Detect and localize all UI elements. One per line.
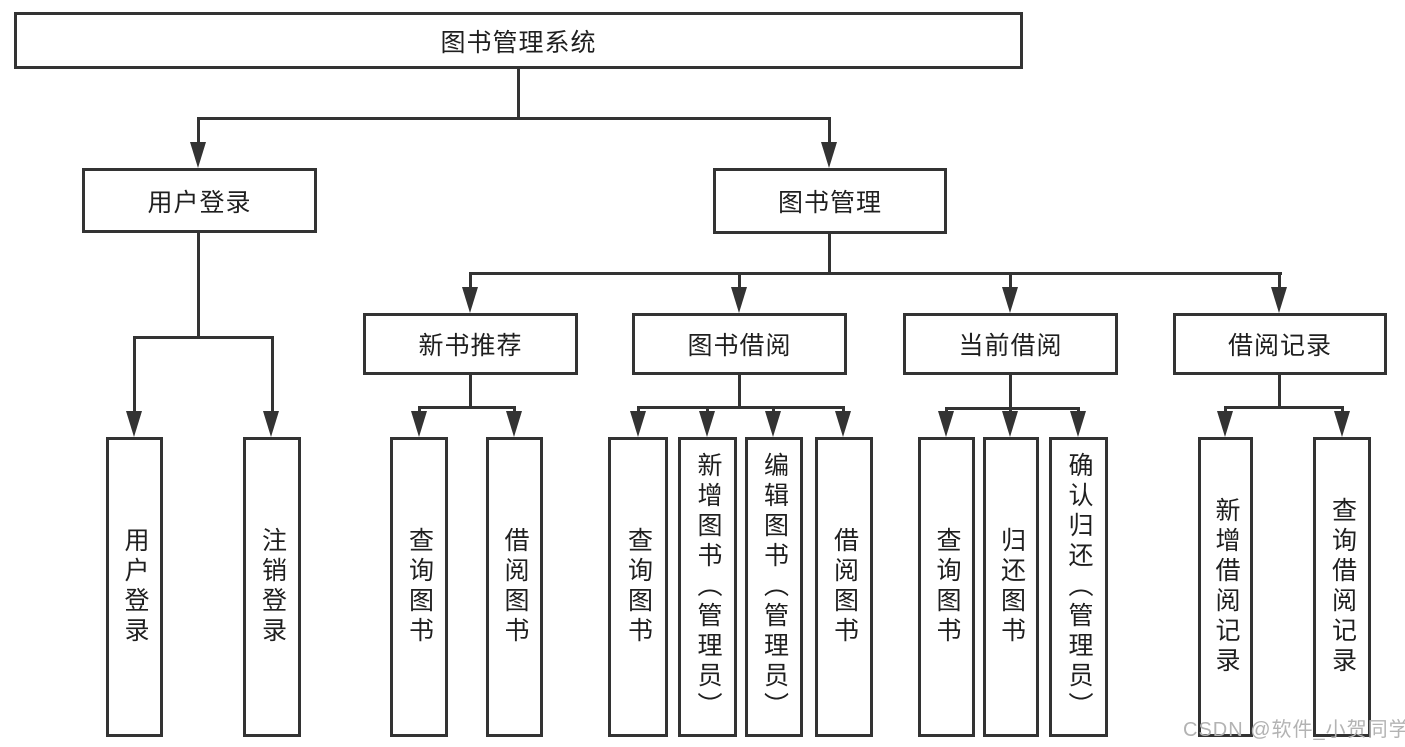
node-book-borrowing: 图书借阅 xyxy=(632,313,847,375)
connector-vline xyxy=(1278,375,1281,406)
leaf-records-query-record: 查询借阅记录 xyxy=(1313,437,1371,737)
connector-vline xyxy=(1278,272,1281,289)
connector-vline xyxy=(469,375,472,406)
connector-vline xyxy=(945,407,948,413)
connector-vline xyxy=(1077,407,1080,413)
connector-vline xyxy=(828,117,831,145)
node-label: 新书推荐 xyxy=(418,332,523,360)
node-current-borrowing: 当前借阅 xyxy=(903,313,1118,375)
connector-vline xyxy=(772,406,775,413)
connector-vline xyxy=(517,69,520,117)
leaf-current-query-books: 查询图书 xyxy=(918,437,975,737)
leaf-logout: 注销登录 xyxy=(243,437,301,737)
connector-vline xyxy=(1009,272,1012,289)
node-label: 用户登录 xyxy=(121,527,149,647)
connector-vline xyxy=(1224,406,1227,413)
node-label: 注销登录 xyxy=(258,527,287,647)
connector-vline xyxy=(418,406,421,413)
connector-hline xyxy=(1224,406,1344,409)
arrow-down-icon xyxy=(411,411,427,437)
arrow-down-icon xyxy=(1334,411,1350,437)
connector-vline xyxy=(197,233,200,336)
arrow-down-icon xyxy=(1271,287,1287,313)
connector-vline xyxy=(738,375,741,406)
node-label: 借阅图书 xyxy=(830,527,859,647)
arrow-down-icon xyxy=(630,411,646,437)
arrow-down-icon xyxy=(699,411,715,437)
arrow-down-icon xyxy=(765,411,781,437)
connector-vline xyxy=(842,406,845,413)
leaf-user-login: 用户登录 xyxy=(106,437,163,737)
arrow-down-icon xyxy=(126,411,142,437)
arrow-down-icon xyxy=(190,142,206,168)
node-label: 查询图书 xyxy=(405,527,434,647)
connector-vline xyxy=(1009,375,1012,407)
arrow-down-icon xyxy=(263,411,279,437)
leaf-borrowing-query-books: 查询图书 xyxy=(608,437,668,737)
arrow-down-icon xyxy=(821,142,837,168)
node-borrowing-records: 借阅记录 xyxy=(1173,313,1387,375)
node-label: 归还图书 xyxy=(997,527,1026,647)
connector-hline xyxy=(418,406,516,409)
node-library-management-system: 图书管理系统 xyxy=(14,12,1023,69)
node-label: 图书管理 xyxy=(777,189,882,217)
node-new-book-recommendation: 新书推荐 xyxy=(363,313,578,375)
node-label: 用户登录 xyxy=(147,188,252,217)
arrow-down-icon xyxy=(1002,287,1018,313)
connector-vline xyxy=(828,234,831,272)
connector-vline xyxy=(469,272,472,289)
connector-vline xyxy=(513,406,516,413)
node-label: 借阅记录 xyxy=(1227,332,1332,360)
node-label: 编辑图书（管理员） xyxy=(760,452,789,722)
leaf-borrowing-edit-books-admin: 编辑图书（管理员） xyxy=(745,437,803,737)
connector-vline xyxy=(271,336,274,413)
connector-hline xyxy=(133,336,274,339)
node-label: 新增图书（管理员） xyxy=(694,452,722,722)
node-label: 查询图书 xyxy=(624,527,653,647)
connector-hline xyxy=(197,117,831,120)
leaf-current-return-books: 归还图书 xyxy=(983,437,1039,737)
node-label: 查询图书 xyxy=(933,527,961,647)
node-label: 图书管理系统 xyxy=(440,28,597,57)
connector-hline xyxy=(469,272,1282,275)
leaf-newbook-query-books: 查询图书 xyxy=(390,437,448,737)
node-label: 当前借阅 xyxy=(958,332,1063,360)
leaf-current-confirm-return-admin: 确认归还（管理员） xyxy=(1049,437,1108,737)
connector-vline xyxy=(637,406,640,413)
arrow-down-icon xyxy=(1070,411,1086,437)
leaf-newbook-borrow-books: 借阅图书 xyxy=(486,437,543,737)
leaf-borrowing-add-books-admin: 新增图书（管理员） xyxy=(678,437,737,737)
connector-vline xyxy=(197,117,200,145)
connector-vline xyxy=(1009,407,1012,413)
watermark: CSDN @软件_小贺同学 xyxy=(1183,719,1405,741)
connector-hline xyxy=(637,406,845,409)
arrow-down-icon xyxy=(462,287,478,313)
node-user-login: 用户登录 xyxy=(82,168,317,233)
connector-hline xyxy=(945,407,1079,410)
node-book-management: 图书管理 xyxy=(713,168,947,234)
node-label: 借阅图书 xyxy=(501,527,529,647)
node-label: 确认归还（管理员） xyxy=(1065,452,1093,722)
node-label: 新增借阅记录 xyxy=(1212,497,1240,677)
node-label: 查询借阅记录 xyxy=(1328,497,1357,677)
connector-vline xyxy=(133,336,136,413)
arrow-down-icon xyxy=(938,411,954,437)
connector-vline xyxy=(706,406,709,413)
arrow-down-icon xyxy=(731,287,747,313)
connector-vline xyxy=(738,272,741,289)
leaf-borrowing-borrow-books: 借阅图书 xyxy=(815,437,873,737)
node-label: 图书借阅 xyxy=(687,332,792,360)
leaf-records-add-record: 新增借阅记录 xyxy=(1198,437,1253,737)
arrow-down-icon xyxy=(1217,411,1233,437)
arrow-down-icon xyxy=(835,411,851,437)
connector-vline xyxy=(1341,406,1344,413)
arrow-down-icon xyxy=(1002,411,1018,437)
arrow-down-icon xyxy=(506,411,522,437)
